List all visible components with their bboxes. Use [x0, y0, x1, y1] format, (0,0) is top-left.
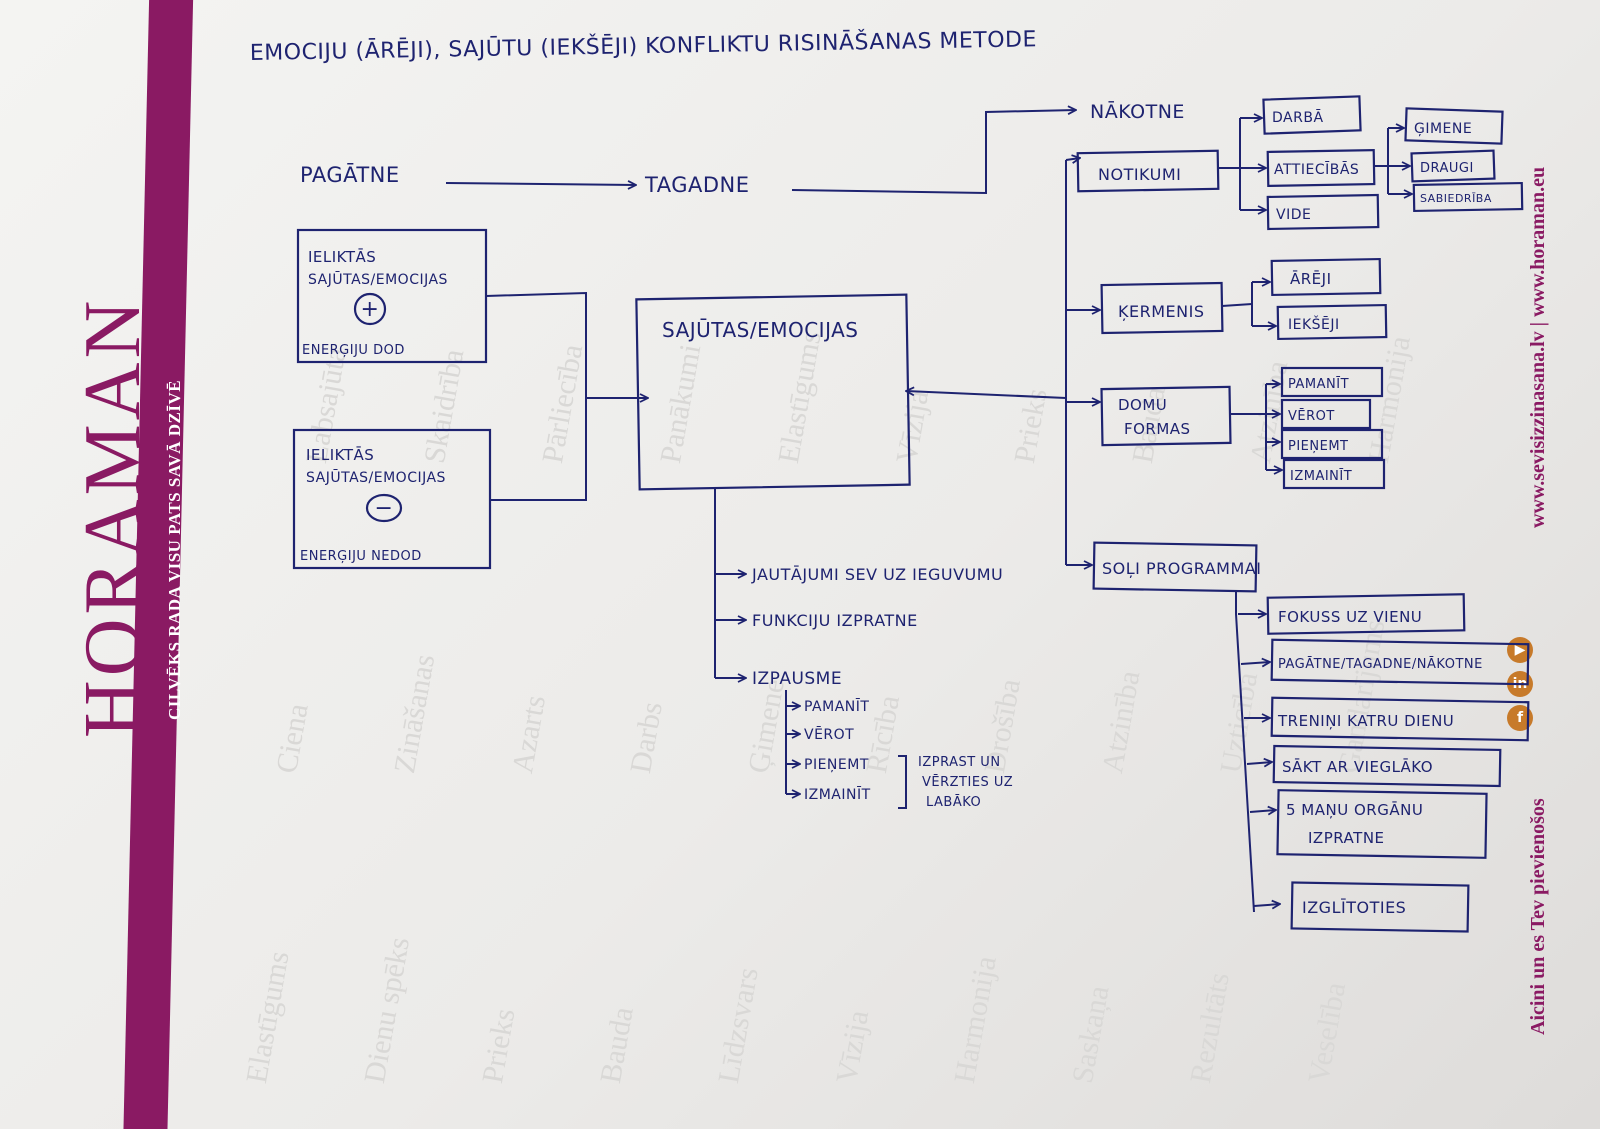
diagram-title: EMOCIJU (ĀRĒJI), SAJŪTU (IEKŠĒJI) KONFLI…	[250, 26, 1037, 66]
expression-note-3: LABĀKO	[926, 795, 981, 810]
negative-box-line1: IELIKTĀS	[306, 446, 374, 464]
program-5: 5 MAŅU ORGĀNU	[1286, 801, 1423, 819]
program-3: TRENIŅI KATRU DIENU	[1277, 712, 1454, 730]
negative-box-line2: SAJŪTAS/EMOCIJAS	[306, 469, 446, 486]
thought-child-box-1	[1280, 366, 1384, 398]
arrow-program-4	[1246, 762, 1272, 764]
program-box-5	[1276, 789, 1488, 859]
thought-child-box-3	[1280, 428, 1384, 460]
events-child-2: ATTIECĪBĀS	[1274, 161, 1359, 178]
body-child-box-1	[1270, 257, 1382, 297]
program-2: PAGĀTNE/TAGADNE/NĀKOTNE	[1278, 657, 1483, 672]
thought-forms-line1: DOMU	[1118, 396, 1167, 414]
arrow-program-6	[1253, 904, 1280, 906]
expression-step-3: PIEŅEMT	[804, 757, 869, 773]
events-child-3: VIDE	[1276, 207, 1311, 223]
expression-note-1: IZPRAST UN	[918, 755, 1001, 770]
events-child-box-1	[1262, 95, 1362, 135]
positive-box-footer: ENERĢIJU DOD	[302, 343, 405, 358]
thought-forms-line2: FORMAS	[1124, 420, 1191, 438]
events-label: NOTIKUMI	[1098, 165, 1181, 184]
positive-box-line2: SAJŪTAS/EMOCIJAS	[308, 271, 448, 288]
minus-circle-icon	[365, 493, 403, 523]
thought-child-box-4	[1282, 458, 1386, 490]
timeline-past: PAGĀTNE	[300, 163, 400, 187]
events-child-box-2	[1266, 148, 1376, 188]
program-4: SĀKT AR VIEGLĀKO	[1282, 758, 1433, 776]
step-programs-label: SOĻI PROGRAMMAI	[1102, 559, 1261, 578]
positive-box-line1: IELIKTĀS	[308, 248, 376, 266]
relation-2: DRAUGI	[1420, 161, 1474, 176]
expression-step-1: PAMANĪT	[804, 698, 869, 715]
body-connector	[1221, 303, 1253, 307]
body-label: ĶERMENIS	[1118, 302, 1204, 321]
expression-note-2: VĒRZTIES UZ	[922, 775, 1013, 790]
negative-sign: −	[375, 496, 394, 521]
relation-box-3	[1412, 181, 1524, 213]
program-box-6	[1290, 881, 1470, 933]
connector-positive	[485, 291, 587, 398]
thought-child-4: IZMAINĪT	[1290, 469, 1352, 484]
program-box-4	[1272, 744, 1502, 788]
relation-box-2	[1410, 149, 1496, 183]
program-5-cont: IZPRATNE	[1308, 829, 1385, 847]
arrow-past-present	[445, 183, 636, 185]
expression-step-2: VĒROT	[804, 726, 854, 743]
branch-functions: FUNKCIJU IZPRATNE	[752, 611, 918, 630]
timeline-future: NĀKOTNE	[1090, 99, 1185, 123]
arrow-spine-to-center	[906, 391, 1067, 399]
positive-sign: +	[361, 297, 380, 322]
plus-circle-icon	[353, 292, 387, 326]
thought-forms-box	[1100, 385, 1232, 447]
expression-step-4: IZMAINĪT	[804, 786, 871, 803]
program-box-3	[1270, 696, 1530, 742]
branch-questions: JAUTĀJUMI SEV UZ IEGUVUMU	[751, 565, 1003, 584]
arrow-present-future	[791, 110, 1076, 195]
events-child-1: DARBĀ	[1272, 109, 1324, 126]
program-box-1	[1266, 593, 1466, 635]
arrow-program-2	[1240, 662, 1270, 664]
thought-child-3: PIEŅEMT	[1288, 439, 1348, 454]
body-child-box-2	[1276, 303, 1388, 341]
expression-bracket	[898, 755, 907, 809]
negative-box-footer: ENERĢIJU NEDOD	[300, 549, 422, 564]
center-box-label: SAJŪTAS/EMOCIJAS	[662, 318, 859, 342]
arrow-program-5	[1249, 810, 1276, 812]
step-programs-trunk	[1235, 590, 1255, 913]
body-box	[1100, 281, 1224, 335]
events-box	[1076, 149, 1220, 193]
thought-child-1: PAMANĪT	[1288, 377, 1349, 392]
connector-negative	[490, 398, 587, 501]
body-child-2: IEKŠĒJI	[1288, 315, 1340, 333]
program-6: IZGLĪTOTIES	[1302, 898, 1406, 917]
relation-1: ĢIMENE	[1414, 121, 1472, 137]
timeline-present: TAGADNE	[644, 173, 749, 197]
events-child-box-3	[1266, 193, 1380, 231]
branch-expression: IZPAUSME	[752, 669, 842, 689]
body-child-1: ĀRĒJI	[1290, 270, 1332, 288]
thought-child-2: VĒROT	[1288, 409, 1335, 424]
thought-child-box-2	[1280, 398, 1372, 430]
relation-box-1	[1404, 107, 1504, 145]
program-box-2	[1270, 638, 1530, 686]
program-1: FOKUSS UZ VIENU	[1278, 608, 1422, 626]
relation-3: SABIEDRĪBA	[1420, 192, 1492, 205]
step-programs-box	[1092, 541, 1258, 593]
